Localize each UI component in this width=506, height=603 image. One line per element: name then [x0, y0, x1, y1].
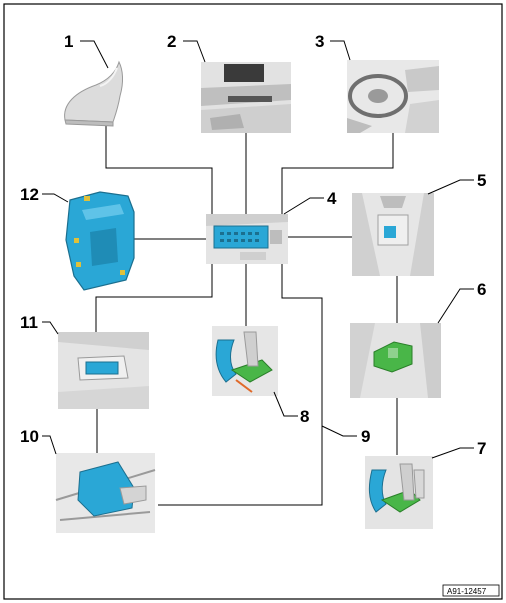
figure-reference: A91-12457 [447, 587, 487, 596]
callout-6: 6 [477, 280, 486, 299]
green-bracket-photo-6 [350, 323, 441, 398]
figure-reference-box: A91-12457 [442, 584, 500, 597]
callout-10: 10 [20, 427, 39, 446]
leader-lines [42, 40, 474, 459]
callout-numbers: 1 2 3 4 5 6 7 8 9 10 11 12 [20, 32, 486, 458]
callout-1: 1 [64, 32, 73, 51]
dashboard-screen-photo [201, 62, 291, 133]
callout-9: 9 [361, 427, 370, 446]
callout-2: 2 [167, 32, 176, 51]
callout-12: 12 [20, 185, 39, 204]
steering-wheel-photo [347, 60, 439, 133]
connection-wires [95, 126, 398, 506]
blue-green-bracket-photo-7 [365, 456, 433, 529]
callout-11: 11 [20, 313, 38, 332]
blue-green-bracket-photo-8 [212, 326, 278, 396]
center-console-photo [352, 193, 434, 276]
callout-7: 7 [477, 439, 486, 458]
blue-module-illustration [65, 191, 135, 291]
callout-8: 8 [300, 407, 309, 426]
callout-4: 4 [327, 189, 337, 208]
panel-connector-photo [58, 332, 149, 409]
blue-unit-frame-photo [55, 453, 156, 533]
callout-5: 5 [477, 171, 486, 190]
callout-3: 3 [315, 32, 324, 51]
control-unit-photo [206, 214, 288, 264]
roof-antenna-illustration [64, 60, 123, 127]
